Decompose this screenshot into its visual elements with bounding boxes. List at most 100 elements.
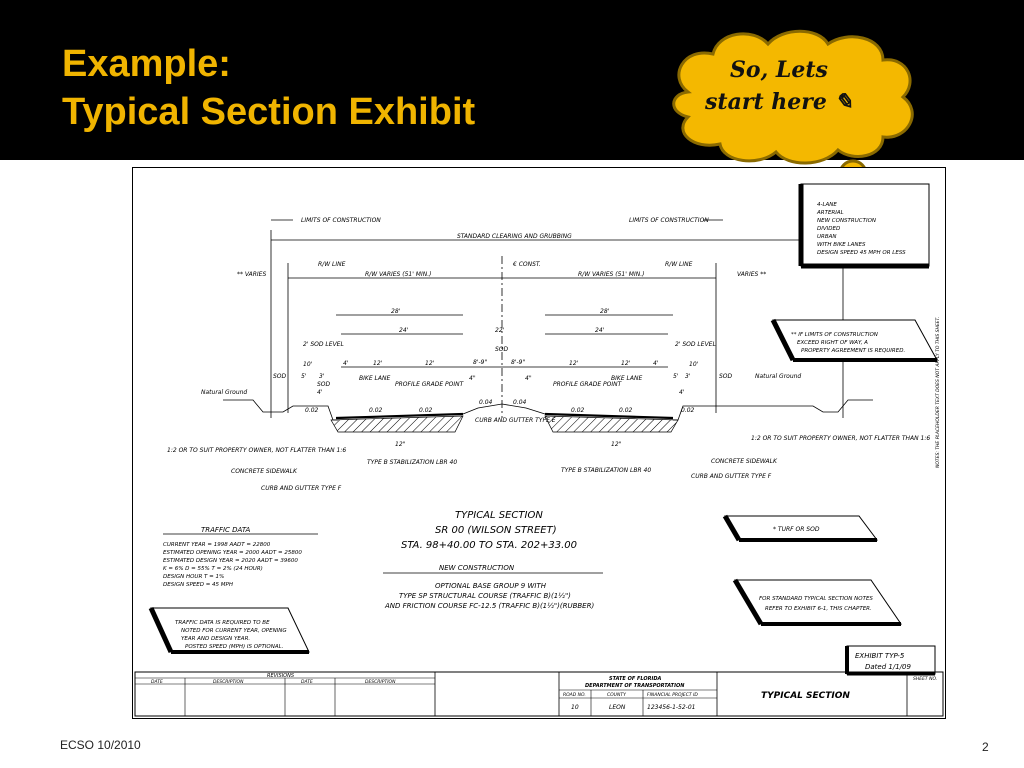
base-note-2: TYPE SP STRUCTURAL COURSE (TRAFFIC B)(1½…	[399, 592, 571, 600]
rw-line-left: R/W LINE	[318, 261, 346, 268]
revisions-label: REVISIONS	[267, 673, 295, 679]
centerline-label: € CONST.	[512, 261, 541, 268]
rw-varies-right: R/W VARIES (51' MIN.)	[578, 271, 645, 278]
exhibit-drawing: LIMITS OF CONSTRUCTION LIMITS OF CONSTRU…	[134, 183, 944, 717]
sheet-title: TYPICAL SECTION	[761, 691, 850, 701]
standard-note-2: REFER TO EXHIBIT 6-1, THIS CHAPTER.	[765, 606, 872, 612]
dim-4in-right: 4"	[525, 375, 532, 382]
curb-gutter-f-right: CURB AND GUTTER TYPE F	[691, 473, 772, 480]
design-2: ARTERIAL	[816, 210, 844, 216]
design-5: URBAN	[817, 234, 837, 240]
base-note-3: AND FRICTION COURSE FC-12.5 (TRAFFIC B)(…	[384, 602, 594, 610]
department-label: DEPARTMENT OF TRANSPORTATION	[585, 683, 685, 689]
typical-section-title: TYPICAL SECTION	[455, 510, 543, 521]
rw-varies-left: R/W VARIES (51' MIN.)	[365, 271, 432, 278]
standard-note-1: FOR STANDARD TYPICAL SECTION NOTES	[759, 596, 873, 602]
dim-12-b: 12'	[425, 360, 435, 367]
traffic-2: ESTIMATED OPENING YEAR = 2000 AADT = 258…	[163, 550, 302, 556]
design-7: DESIGN SPEED 45 MPH OR LESS	[817, 250, 906, 256]
callout-text: So, Lets start here ✎	[694, 54, 864, 118]
limits-note-2: EXCEED RIGHT OF WAY, A	[797, 340, 868, 346]
traffic-note-3: YEAR AND DESIGN YEAR.	[181, 636, 250, 642]
limits-note-3: PROPERTY AGREEMENT IS REQUIRED.	[801, 348, 905, 354]
natural-ground-right: Natural Ground	[755, 373, 801, 380]
dim-3-right: 3'	[685, 373, 691, 380]
dim-12-a: 12'	[373, 360, 383, 367]
dim-10-left: 10'	[303, 361, 313, 368]
dim-4-sw-right: 4'	[679, 389, 685, 396]
dim-12in-left: 12"	[395, 441, 406, 448]
bike-lane-left: BIKE LANE	[359, 375, 390, 382]
callout-line-2-text: start here	[705, 89, 827, 115]
dim-4-sw-left: 4'	[317, 389, 323, 396]
dim-22: 22'	[495, 327, 505, 334]
exhibit-date: Dated 1/1/09	[865, 663, 911, 671]
dim-24-left: 24'	[399, 327, 409, 334]
traffic-5: DESIGN HOUR T = 1%	[163, 574, 224, 580]
dim-3-left: 3'	[319, 373, 325, 380]
slope-004-b: 0.04	[513, 399, 527, 406]
header-divider	[0, 160, 1024, 163]
slide-title: Example: Typical Section Exhibit	[62, 40, 475, 136]
slope-002-a: 0.02	[305, 407, 319, 414]
slope-002-c: 0.02	[419, 407, 433, 414]
natural-ground-left: Natural Ground	[201, 389, 247, 396]
dim-28-right: 28'	[600, 308, 610, 315]
sheet-no-label: SHEET NO.	[913, 676, 937, 682]
typical-section-exhibit: LIMITS OF CONSTRUCTION LIMITS OF CONSTRU…	[132, 167, 946, 719]
dim-28-left: 28'	[391, 308, 401, 315]
traffic-note-4: POSTED SPEED (MPH) IS OPTIONAL.	[185, 644, 284, 650]
design-6: WITH BIKE LANES	[817, 242, 866, 248]
dim-4in-left: 4"	[469, 375, 476, 382]
desc-col-1: DESCRIPTION	[213, 679, 244, 685]
date-col-1: DATE	[151, 679, 163, 685]
design-3: NEW CONSTRUCTION	[817, 218, 876, 224]
pgp-right: PROFILE GRADE POINT	[553, 381, 623, 388]
traffic-6: DESIGN SPEED = 45 MPH	[163, 582, 233, 588]
dim-8-9-left: 8'-9"	[473, 359, 487, 366]
dim-10-right: 10'	[689, 361, 699, 368]
pgp-left: PROFILE GRADE POINT	[395, 381, 465, 388]
traffic-1: CURRENT YEAR = 1998 AADT = 22800	[163, 542, 271, 548]
limits-note-1: ** IF LIMITS OF CONSTRUCTION	[791, 332, 878, 338]
type-b-right: TYPE B STABILIZATION LBR 40	[561, 467, 651, 474]
road-no-value: 10	[571, 704, 579, 711]
title-line-2: Typical Section Exhibit	[62, 91, 476, 133]
limits-label-right: LIMITS OF CONSTRUCTION	[629, 217, 709, 224]
curb-gutter-f-left: CURB AND GUTTER TYPE F	[261, 485, 342, 492]
sod-median: SOD	[495, 346, 509, 353]
slope-002-b: 0.02	[369, 407, 383, 414]
traffic-4: K = 6% D = 55% T = 2% (24 HOUR)	[163, 566, 263, 572]
sidewalk-left: CONCRETE SIDEWALK	[231, 468, 298, 475]
dim-5-right: 5'	[673, 373, 679, 380]
slope-004-a: 0.04	[479, 399, 493, 406]
slope-002-e: 0.02	[619, 407, 633, 414]
exhibit-label: EXHIBIT TYP-5	[855, 652, 905, 660]
varies-right: VARIES **	[737, 271, 766, 278]
dim-4-right: 4'	[653, 360, 659, 367]
dim-12-d: 12'	[621, 360, 631, 367]
date-col-2: DATE	[301, 679, 313, 685]
dim-4-left: 4'	[343, 360, 349, 367]
fin-proj-value: 123456-1-52-01	[647, 704, 696, 711]
sidewalk-right: CONCRETE SIDEWALK	[711, 458, 778, 465]
type-b-left: TYPE B STABILIZATION LBR 40	[367, 459, 457, 466]
sod-right: SOD	[719, 373, 733, 380]
pencil-icon: ✎	[826, 89, 853, 115]
dim-12-c: 12'	[569, 360, 579, 367]
slope-note-left: 1:2 OR TO SUIT PROPERTY OWNER, NOT FLATT…	[167, 447, 346, 454]
dim-5-left: 5'	[301, 373, 307, 380]
road-no-label: ROAD NO.	[563, 692, 586, 698]
limits-label-left: LIMITS OF CONSTRUCTION	[301, 217, 381, 224]
dim-24-right: 24'	[595, 327, 605, 334]
traffic-note-2: NOTED FOR CURRENT YEAR, OPENING	[181, 628, 287, 634]
road-name: SR 00 (WILSON STREET)	[435, 525, 557, 536]
stations: STA. 98+40.00 TO STA. 202+33.00	[401, 540, 577, 551]
sod-left: SOD	[273, 373, 287, 380]
sod-level-right: 2' SOD LEVEL	[675, 341, 716, 348]
slope-002-f: 0.02	[681, 407, 695, 414]
design-4: DIVIDED	[817, 226, 840, 232]
turf-note: * TURF OR SOD	[773, 526, 820, 533]
sod-left-2: SOD	[317, 381, 331, 388]
bike-lane-right: BIKE LANE	[611, 375, 642, 382]
